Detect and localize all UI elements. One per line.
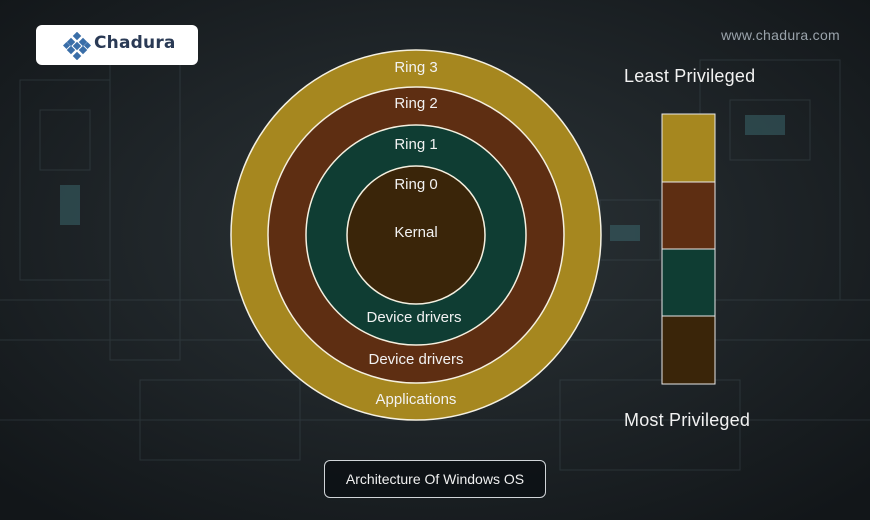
ring-2-label: Ring 2 xyxy=(394,95,437,112)
logo-diamond-icon xyxy=(63,32,91,60)
kernel-label: Kernal xyxy=(394,224,437,241)
least-privileged-label: Least Privileged xyxy=(624,66,756,86)
legend-swatch-ring-2 xyxy=(661,181,716,250)
ring-0-circle xyxy=(346,165,486,305)
legend-swatch-ring-3 xyxy=(661,113,716,183)
ring-3-label: Ring 3 xyxy=(394,59,437,76)
legend-swatch-ring-1 xyxy=(661,248,716,317)
caption-box: Architecture Of Windows OS xyxy=(324,460,546,498)
most-privileged-label: Most Privileged xyxy=(624,410,751,430)
ring-2-bottom-label: Device drivers xyxy=(368,351,463,368)
ring-3-bottom-label: Applications xyxy=(376,391,457,408)
legend-swatch-ring-0 xyxy=(661,315,716,385)
logo-text: Chadura xyxy=(94,33,176,53)
ring-0-label: Ring 0 xyxy=(394,176,437,193)
caption-text: Architecture Of Windows OS xyxy=(345,471,525,487)
website-url: www.chadura.com xyxy=(721,27,840,43)
ring-1-label: Ring 1 xyxy=(394,136,437,153)
logo: Chadura xyxy=(36,25,198,65)
ring-1-bottom-label: Device drivers xyxy=(366,309,461,326)
privilege-legend-bar xyxy=(661,113,716,385)
